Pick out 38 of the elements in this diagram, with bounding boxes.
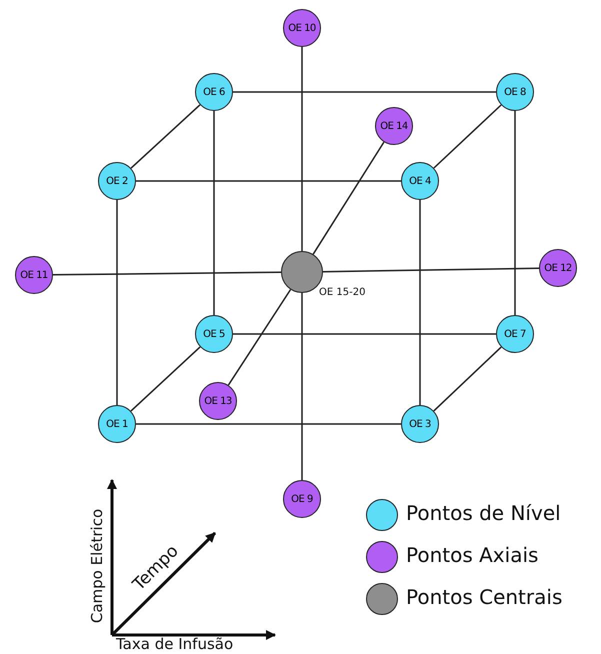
connector-line (301, 293, 303, 480)
connector-line (233, 333, 496, 335)
connector-line (130, 346, 201, 412)
design-point: OE 10 (283, 9, 321, 47)
connector-line (53, 271, 281, 276)
connector-line (419, 200, 421, 405)
design-point: OE 13 (199, 382, 237, 420)
connector-line (433, 104, 502, 169)
legend-label: Pontos Centrais (406, 585, 562, 609)
design-point: OE 4 (401, 162, 439, 200)
design-point: OE 12 (539, 249, 577, 287)
connector-line (322, 268, 540, 272)
design-point: OE 14 (375, 107, 413, 145)
design-point: OE 7 (496, 315, 534, 353)
connector-line (136, 423, 401, 425)
design-point: OE 5 (195, 315, 233, 353)
design-point: OE 3 (401, 405, 439, 443)
design-point: OE 1 (98, 405, 136, 443)
connector-line (130, 104, 200, 169)
connector-line (233, 91, 496, 93)
connector-line (312, 142, 385, 255)
connector-line (228, 289, 292, 386)
design-point: OE 6 (195, 73, 233, 111)
connector-line (301, 47, 303, 251)
design-point: OE 11 (15, 256, 53, 294)
connector-line (514, 111, 516, 315)
axis-label: Taxa de Infusão (116, 635, 234, 653)
design-point: OE 2 (98, 162, 136, 200)
design-point: OE 8 (496, 73, 534, 111)
connector-line (116, 200, 118, 405)
connector-line (213, 111, 215, 315)
legend-label: Pontos Axiais (406, 543, 538, 567)
axis-label: Campo Elétrico (88, 508, 106, 624)
connector-line (433, 346, 502, 412)
point-label: OE 15-20 (319, 287, 366, 298)
connector-line (136, 180, 401, 182)
design-point: OE 9 (283, 480, 321, 518)
legend-label: Pontos de Nível (406, 501, 561, 525)
